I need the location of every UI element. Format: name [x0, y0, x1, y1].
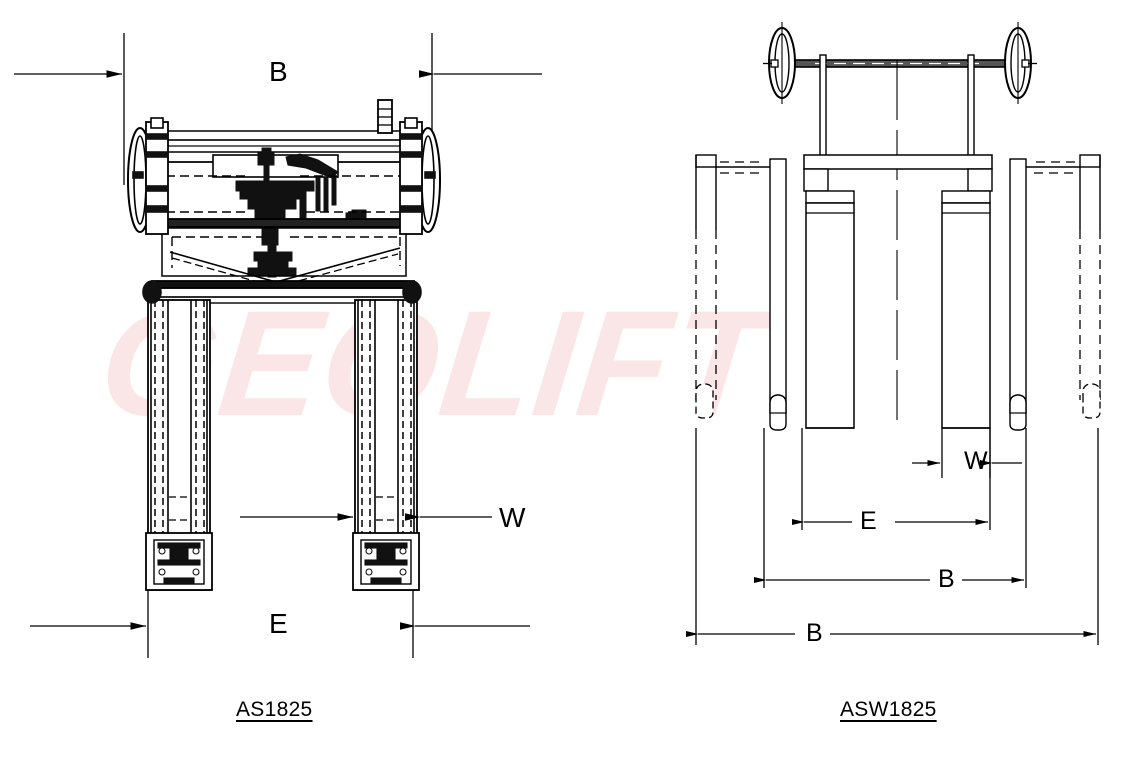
wheel-right-bolt-4 [399, 205, 423, 213]
machinery-rod-4 [299, 196, 307, 220]
right-foot-boss [376, 547, 396, 561]
wheel-left-bolt-3 [145, 185, 169, 192]
right-foot-hole-2 [399, 547, 407, 555]
leg-2-shaft [769, 158, 787, 414]
hanger-rod-right [967, 54, 975, 161]
wheel-right-inner [421, 135, 435, 225]
wheel-left-hub [132, 171, 144, 179]
machinery-blk-8 [261, 226, 279, 246]
dim-label-b-outer-right-view: B [806, 619, 823, 647]
left-foot-pad [163, 577, 195, 585]
dimension-b-inner-right-view [754, 428, 1027, 588]
right-foot-plate-1 [364, 542, 408, 549]
view-caption-asw1825: ASW1825 [840, 698, 937, 721]
wheel-right-cap [404, 117, 418, 129]
main-beam-body [803, 154, 993, 170]
dim-label-w-left-view: W [499, 502, 526, 533]
inner-leg-right [941, 202, 991, 429]
machinery-blk-6 [247, 198, 297, 210]
left-foot-plate-1 [157, 542, 201, 549]
left-foot-hole-3 [158, 568, 166, 576]
transport-wheel-assembly [763, 22, 1037, 104]
machinery-blk-4 [235, 180, 315, 192]
right-foot-hole-1 [365, 547, 373, 555]
wheel-left-bolt-1 [145, 133, 169, 140]
machinery-arm [285, 153, 339, 179]
wheel-left-bolt-4 [145, 205, 169, 213]
dim-label-e-right-view: E [860, 507, 877, 535]
beam-end-left [803, 168, 829, 192]
dim-label-b-inner-right-view: B [938, 565, 955, 593]
left-foot-plate-2 [157, 559, 201, 566]
left-foot-boss [169, 547, 189, 561]
machinery-blk-5 [239, 190, 307, 200]
wheel-right-hub [424, 171, 436, 179]
leg-8-head [1079, 154, 1101, 168]
leg-8-foot [1082, 383, 1101, 419]
left-foot-hole-2 [192, 547, 200, 555]
beam-stage-left [805, 190, 855, 204]
lower-pan-v-hidden [171, 253, 399, 288]
beam-stage-right [941, 190, 991, 204]
inner-leg-left [805, 202, 855, 429]
bottom-beam-1 [151, 280, 415, 289]
wheel-right-bolt-3 [399, 185, 423, 192]
dimension-e-left-view [30, 590, 530, 658]
right-foot-pad [370, 577, 402, 585]
left-leg-pivot [142, 280, 162, 304]
view-caption-as1825: AS1825 [236, 698, 313, 721]
dim-label-b-left-view: B [269, 56, 288, 87]
machinery-rod-3 [331, 176, 337, 206]
outrigger-legs [695, 154, 1101, 431]
right-view-group [686, 22, 1101, 645]
left-foot-hole-4 [192, 568, 200, 576]
wheel-right-bolt-2 [399, 151, 423, 158]
machinery-cross-3 [247, 267, 297, 276]
hanger-rod-left [819, 54, 827, 161]
machinery-cross-1 [253, 251, 293, 262]
right-wheel-assembly [399, 117, 441, 235]
right-leg-pivot [402, 280, 422, 304]
machinery-blk-1 [257, 152, 275, 166]
left-wheel-assembly [127, 117, 169, 235]
dim-label-e-left-view: E [269, 608, 288, 639]
left-leg [142, 280, 213, 591]
left-machine-body [151, 99, 415, 304]
lower-rail-1 [157, 218, 411, 228]
wheel-left-bolt-2 [145, 151, 169, 158]
dim-label-w-right-view: W [964, 447, 988, 475]
left-view-group [14, 33, 542, 658]
leg-1-foot [695, 383, 714, 419]
main-beam [803, 154, 993, 204]
lower-body-block [161, 227, 407, 277]
right-leg [352, 280, 422, 591]
machinery-blk-2 [261, 147, 272, 155]
leg-7-shaft [1009, 158, 1027, 414]
right-foot-plate-2 [364, 559, 408, 566]
left-foot-hole-1 [158, 547, 166, 555]
leg-1-head [695, 154, 717, 168]
beam-end-right [967, 168, 993, 192]
wheel-left-cap [150, 117, 164, 129]
right-foot-hole-3 [365, 568, 373, 576]
wheel-right-hubcap [1021, 59, 1030, 68]
right-foot-hole-4 [399, 568, 407, 576]
wheel-right-bolt-1 [399, 133, 423, 140]
machinery-rod-2 [323, 176, 329, 212]
wheel-left-hubcap [770, 59, 779, 68]
wheel-left-inner [133, 135, 147, 225]
dimension-b-outer-right-view [686, 428, 1099, 645]
machinery-rod-1 [315, 176, 321, 212]
dimension-e-right-view [792, 428, 991, 530]
